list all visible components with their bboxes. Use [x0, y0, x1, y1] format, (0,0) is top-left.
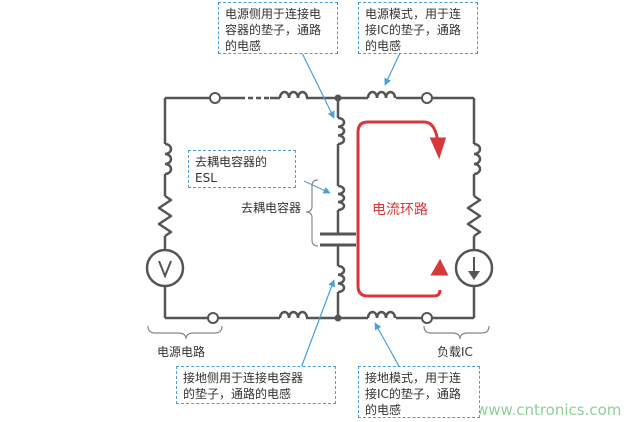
esl-inductor — [337, 184, 346, 212]
bottom-brackets — [147, 325, 490, 340]
top-left-inductor — [278, 90, 309, 99]
callout-bottom-left: 接地侧用于连接电容器 的垫子，通路的电感 — [176, 366, 336, 404]
callout-arrows — [300, 52, 401, 369]
callout-bottom-right: 接地模式，用于连 接IC的垫子，通路 的电感 — [358, 366, 480, 418]
power-circuit-label: 电源电路 — [157, 344, 205, 359]
capacitor-label: 去耦电容器 — [241, 200, 301, 215]
v-icon — [158, 260, 172, 279]
bottom-left-inductor — [278, 310, 309, 319]
callout-top-left: 电源侧用于连接电 容器的垫子，通路 的电感 — [218, 2, 338, 54]
right-inductor — [473, 142, 482, 176]
left-resistor — [157, 194, 173, 238]
load-ic-bracket — [423, 325, 490, 340]
decoupling-capacitor — [320, 232, 356, 247]
callout-esl: 去耦电容器的 ESL — [188, 150, 296, 188]
junctions — [334, 94, 342, 322]
inductors — [164, 90, 482, 319]
middle-bottom-inductor — [337, 264, 346, 294]
current-loop-label: 电流环路 — [372, 202, 428, 218]
pads — [207, 92, 433, 324]
callout-top-right: 电源模式，用于连 接IC的垫子，通路 的电感 — [358, 2, 478, 54]
power-circuit-bracket — [147, 325, 223, 340]
resistors — [157, 194, 482, 238]
current-loop — [356, 120, 449, 298]
voltage-source — [145, 248, 185, 288]
current-source — [454, 248, 494, 288]
circuit-wires — [163, 96, 476, 320]
capacitor-bracket — [305, 179, 319, 247]
load-ic-label: 负载IC — [437, 345, 473, 359]
top-right-inductor — [366, 90, 397, 99]
watermark: www.cntronics.com — [476, 401, 621, 419]
left-inductor — [164, 142, 173, 176]
bottom-right-inductor — [366, 310, 397, 319]
middle-top-inductor — [337, 116, 346, 146]
right-resistor — [466, 194, 482, 238]
